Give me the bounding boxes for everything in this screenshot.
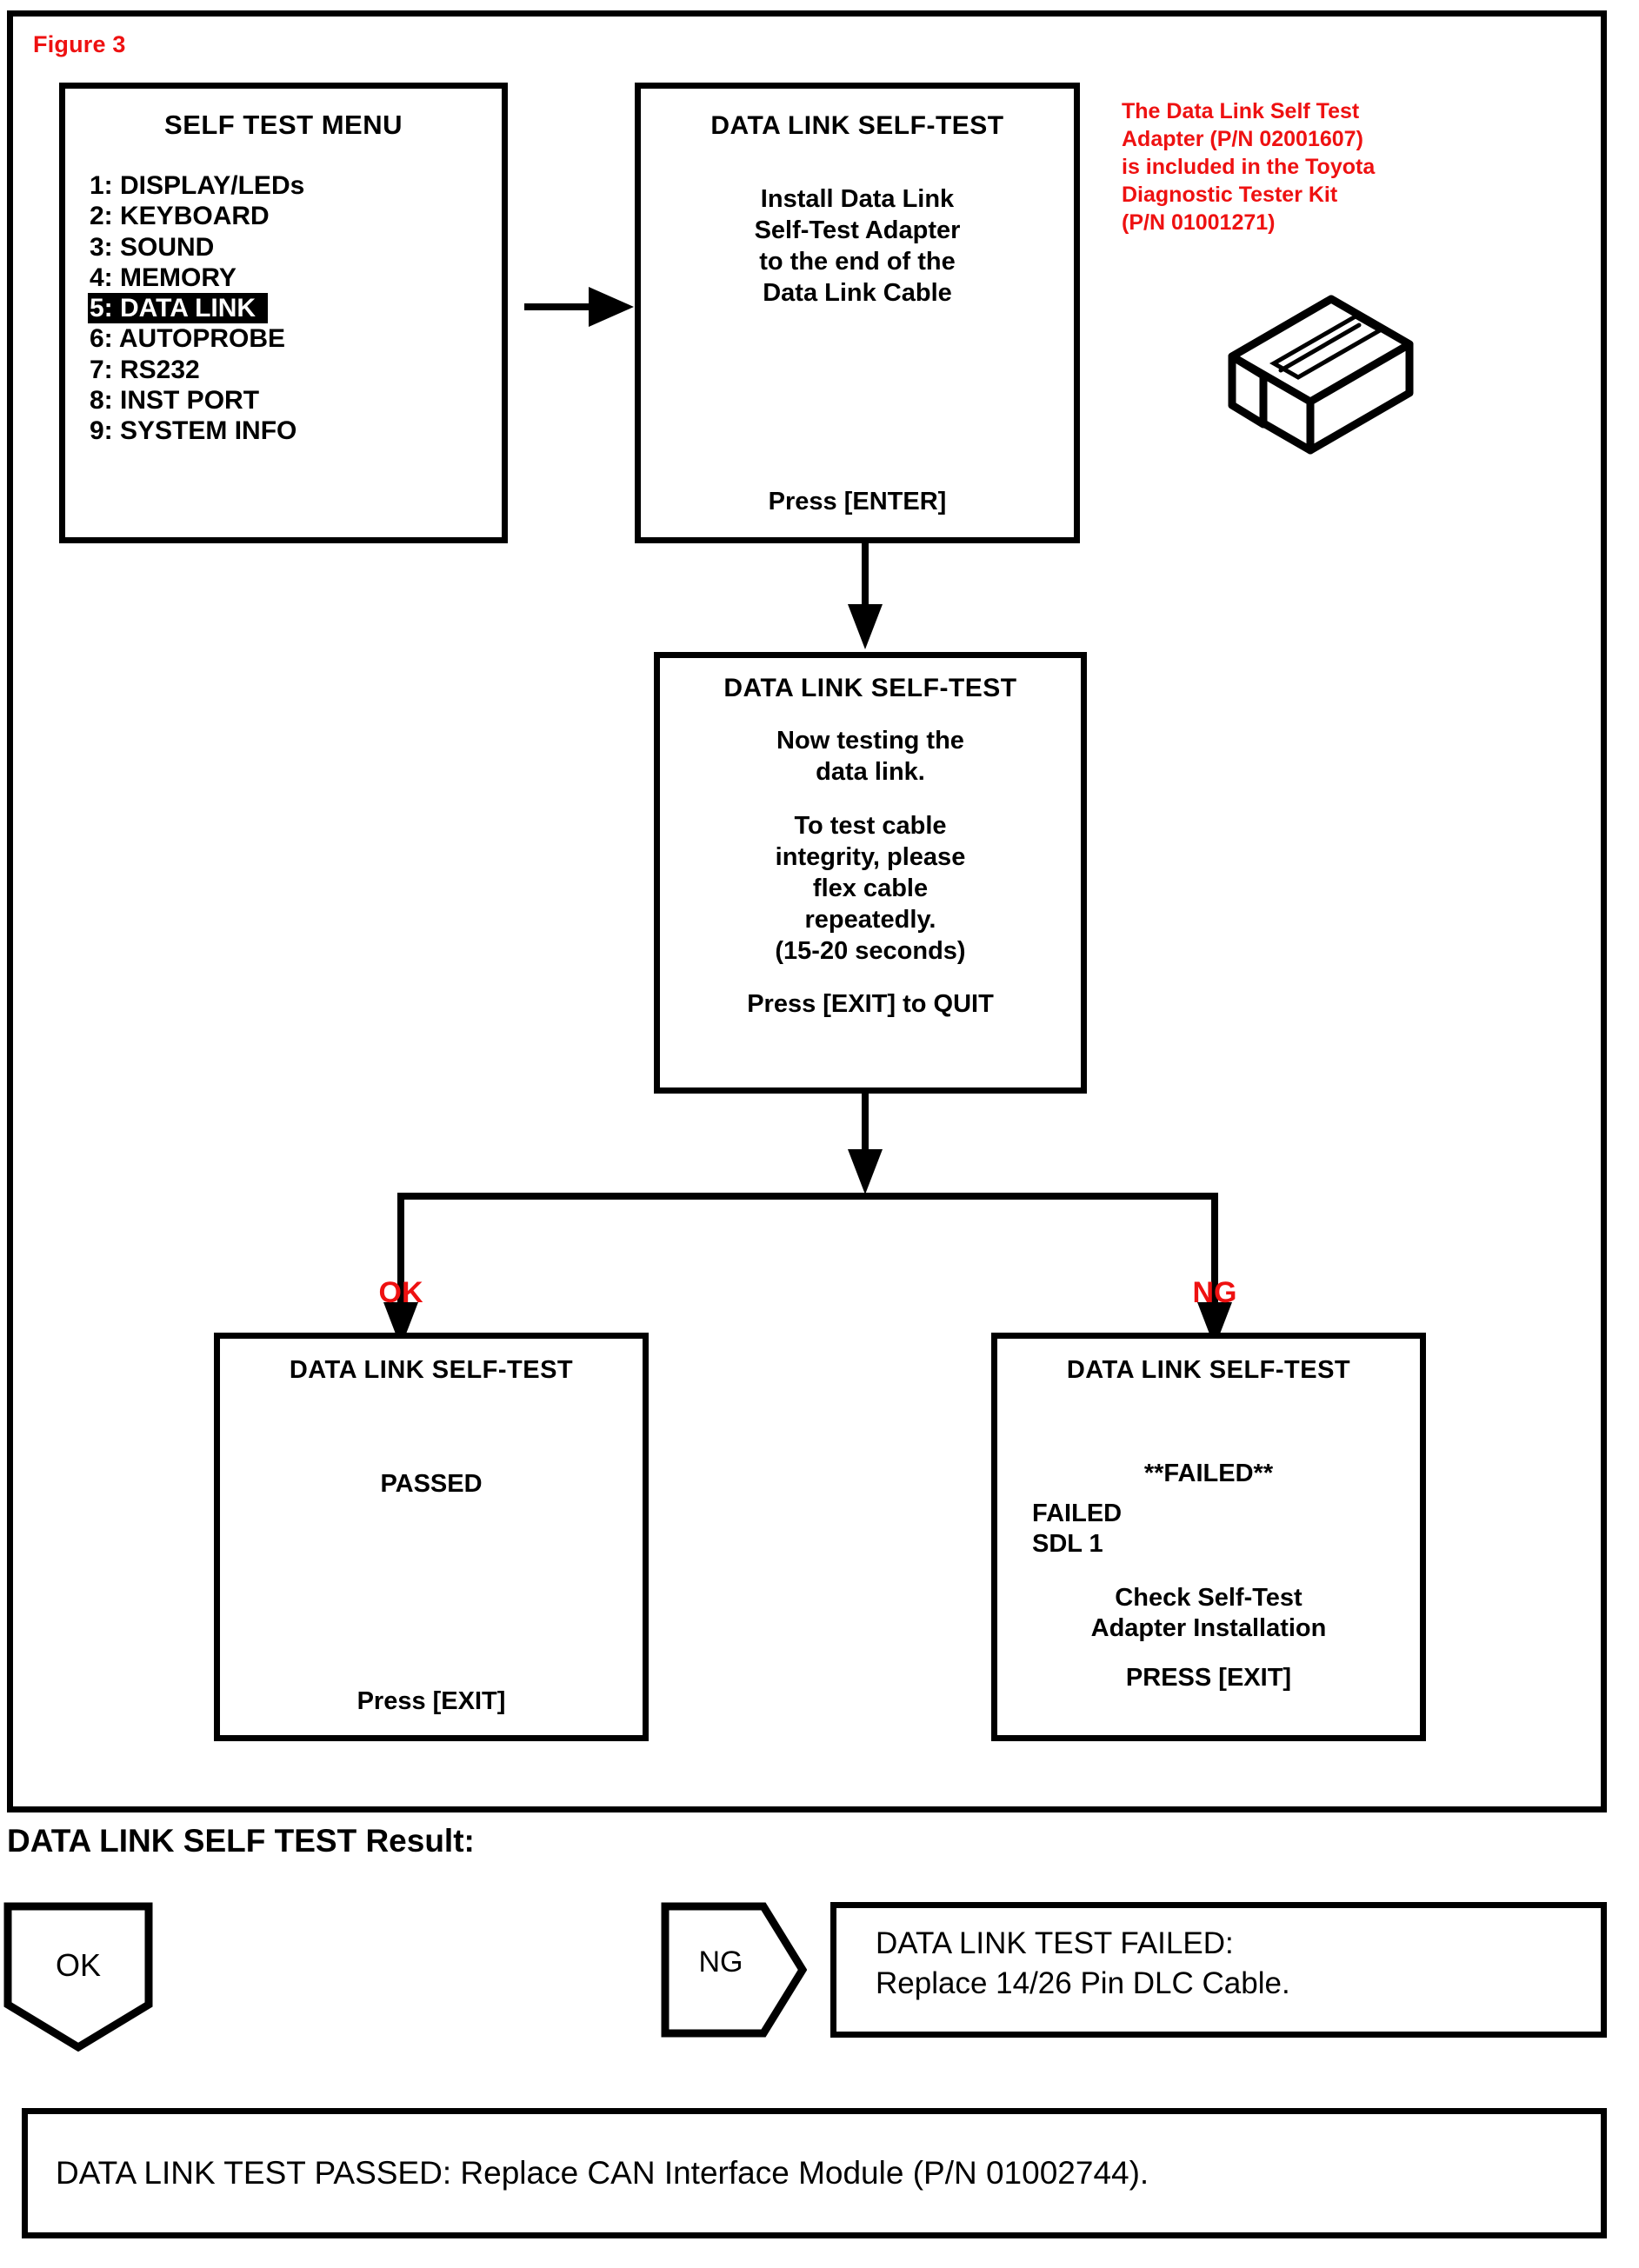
adapter-drawing [1228, 295, 1414, 455]
menu-item-keyboard[interactable]: 2: KEYBOARD [90, 202, 270, 231]
ng-pentagon [661, 1902, 808, 2038]
fail-action-box: DATA LINK TEST FAILED: Replace 14/26 Pin… [830, 1902, 1607, 2038]
now-testing-p2-line-2: integrity, please [775, 842, 966, 871]
self-test-menu-title: SELF TEST MENU [164, 110, 403, 140]
failed-screen-fail-detail: FAILED SDL 1 [1032, 1499, 1420, 1560]
install-adapter-line-3: to the end of the [759, 247, 956, 276]
self-test-menu-screen: SELF TEST MENU 1: DISPLAY/LEDs 2: KEYBOA… [59, 83, 508, 543]
now-testing-p1-line-2: data link. [816, 757, 925, 786]
now-testing-p1-line-1: Now testing the [776, 727, 964, 755]
branch-label-ok: OK [378, 1276, 423, 1309]
annotation-line-5: (P/N 01001271) [1122, 210, 1276, 235]
failed-screen-advice: Check Self-Test Adapter Installation [997, 1583, 1420, 1645]
menu-item-data-link[interactable]: 5: DATA LINK [88, 293, 269, 324]
failed-screen-advice-line-2: Adapter Installation [1090, 1614, 1327, 1643]
failed-screen-fail-line-2: SDL 1 [1032, 1530, 1103, 1559]
result-ng-shape: NG [661, 1902, 808, 2038]
menu-item-sound[interactable]: 3: SOUND [90, 232, 215, 262]
result-section-heading: DATA LINK SELF TEST Result: [7, 1823, 475, 1859]
fail-action-line-2: Replace 14/26 Pin DLC Cable. [876, 1965, 1290, 2000]
data-link-adapter-icon [1169, 280, 1430, 480]
passed-screen: DATA LINK SELF-TEST PASSED Press [EXIT] [214, 1333, 649, 1741]
now-testing-footer: Press [EXIT] to QUIT [747, 989, 994, 1018]
result-ok-label: OK [55, 1947, 101, 1983]
arrow-shaft [524, 303, 596, 310]
menu-item-rs232[interactable]: 7: RS232 [90, 355, 200, 384]
now-testing-p2-line-4: repeatedly. [804, 905, 936, 934]
pass-action-text: DATA LINK TEST PASSED: Replace CAN Inter… [56, 2155, 1149, 2191]
arrow-right-icon [524, 287, 634, 327]
menu-item-autoprobe[interactable]: 6: AUTOPROBE [90, 324, 286, 354]
passed-screen-title: DATA LINK SELF-TEST [289, 1356, 574, 1384]
now-testing-p2-line-3: flex cable [812, 874, 929, 902]
failed-screen-advice-line-1: Check Self-Test [1115, 1583, 1303, 1612]
pass-action-box: DATA LINK TEST PASSED: Replace CAN Inter… [22, 2108, 1607, 2238]
arrow-head [848, 604, 883, 649]
fail-action-line-1: DATA LINK TEST FAILED: [876, 1926, 1234, 1960]
failed-screen-footer: PRESS [EXIT] [1125, 1663, 1292, 1692]
result-ng-label: NG [698, 1945, 743, 1979]
menu-item-display-leds[interactable]: 1: DISPLAY/LEDs [90, 171, 305, 200]
result-ok-shape: OK [3, 1902, 153, 2052]
install-adapter-line-1: Install Data Link [760, 185, 955, 213]
passed-screen-result: PASSED [380, 1470, 483, 1498]
arrow-shaft [862, 543, 869, 611]
now-testing-p2-line-1: To test cable [794, 811, 947, 840]
menu-item-inst-port[interactable]: 8: INST PORT [90, 385, 260, 415]
ok-pentagon [3, 1902, 153, 2052]
branch-stem-ok [397, 1193, 404, 1307]
annotation-line-4: Diagnostic Tester Kit [1122, 183, 1338, 207]
branch-label-ng: NG [1192, 1276, 1237, 1309]
self-test-menu-list: 1: DISPLAY/LEDs 2: KEYBOARD 3: SOUND 4: … [88, 170, 502, 446]
passed-screen-footer: Press [EXIT] [356, 1687, 506, 1715]
now-testing-paragraph-2: To test cable integrity, please flex cab… [660, 811, 1081, 968]
now-testing-title: DATA LINK SELF-TEST [723, 674, 1017, 702]
arrow-shaft [862, 1094, 869, 1156]
annotation-line-3: is included in the Toyota [1122, 155, 1376, 179]
branch-split-bar [397, 1193, 1218, 1200]
arrow-down-icon-to-testing [848, 543, 883, 653]
failed-screen-fail-line-1: FAILED [1032, 1500, 1123, 1527]
failed-screen-title: DATA LINK SELF-TEST [1066, 1356, 1351, 1384]
arrow-down-icon-to-split [848, 1094, 883, 1198]
arrow-head [848, 1149, 883, 1194]
failed-screen-failmark: **FAILED** [1143, 1460, 1274, 1487]
menu-item-system-info[interactable]: 9: SYSTEM INFO [90, 416, 297, 445]
now-testing-paragraph-1: Now testing the data link. [660, 726, 1081, 788]
annotation-line-1: The Data Link Self Test [1122, 99, 1360, 123]
failed-screen: DATA LINK SELF-TEST **FAILED** FAILED SD… [991, 1333, 1426, 1741]
now-testing-p2-line-5: (15-20 seconds) [775, 936, 966, 965]
now-testing-screen: DATA LINK SELF-TEST Now testing the data… [654, 652, 1087, 1094]
install-adapter-title: DATA LINK SELF-TEST [710, 111, 1004, 140]
branch-stem-ng [1211, 1193, 1218, 1307]
annotation-line-2: Adapter (P/N 02001607) [1122, 127, 1363, 151]
figure-label: Figure 3 [33, 31, 126, 57]
install-adapter-line-4: Data Link Cable [763, 278, 952, 307]
menu-item-memory[interactable]: 4: MEMORY [90, 263, 237, 292]
adapter-part-number-note: The Data Link Self Test Adapter (P/N 020… [1122, 97, 1487, 236]
install-adapter-footer: Press [ENTER] [768, 488, 947, 515]
arrow-head [589, 287, 634, 327]
install-adapter-screen: DATA LINK SELF-TEST Install Data Link Se… [635, 83, 1080, 543]
install-adapter-body: Install Data Link Self-Test Adapter to t… [641, 184, 1074, 309]
install-adapter-line-2: Self-Test Adapter [754, 216, 961, 244]
